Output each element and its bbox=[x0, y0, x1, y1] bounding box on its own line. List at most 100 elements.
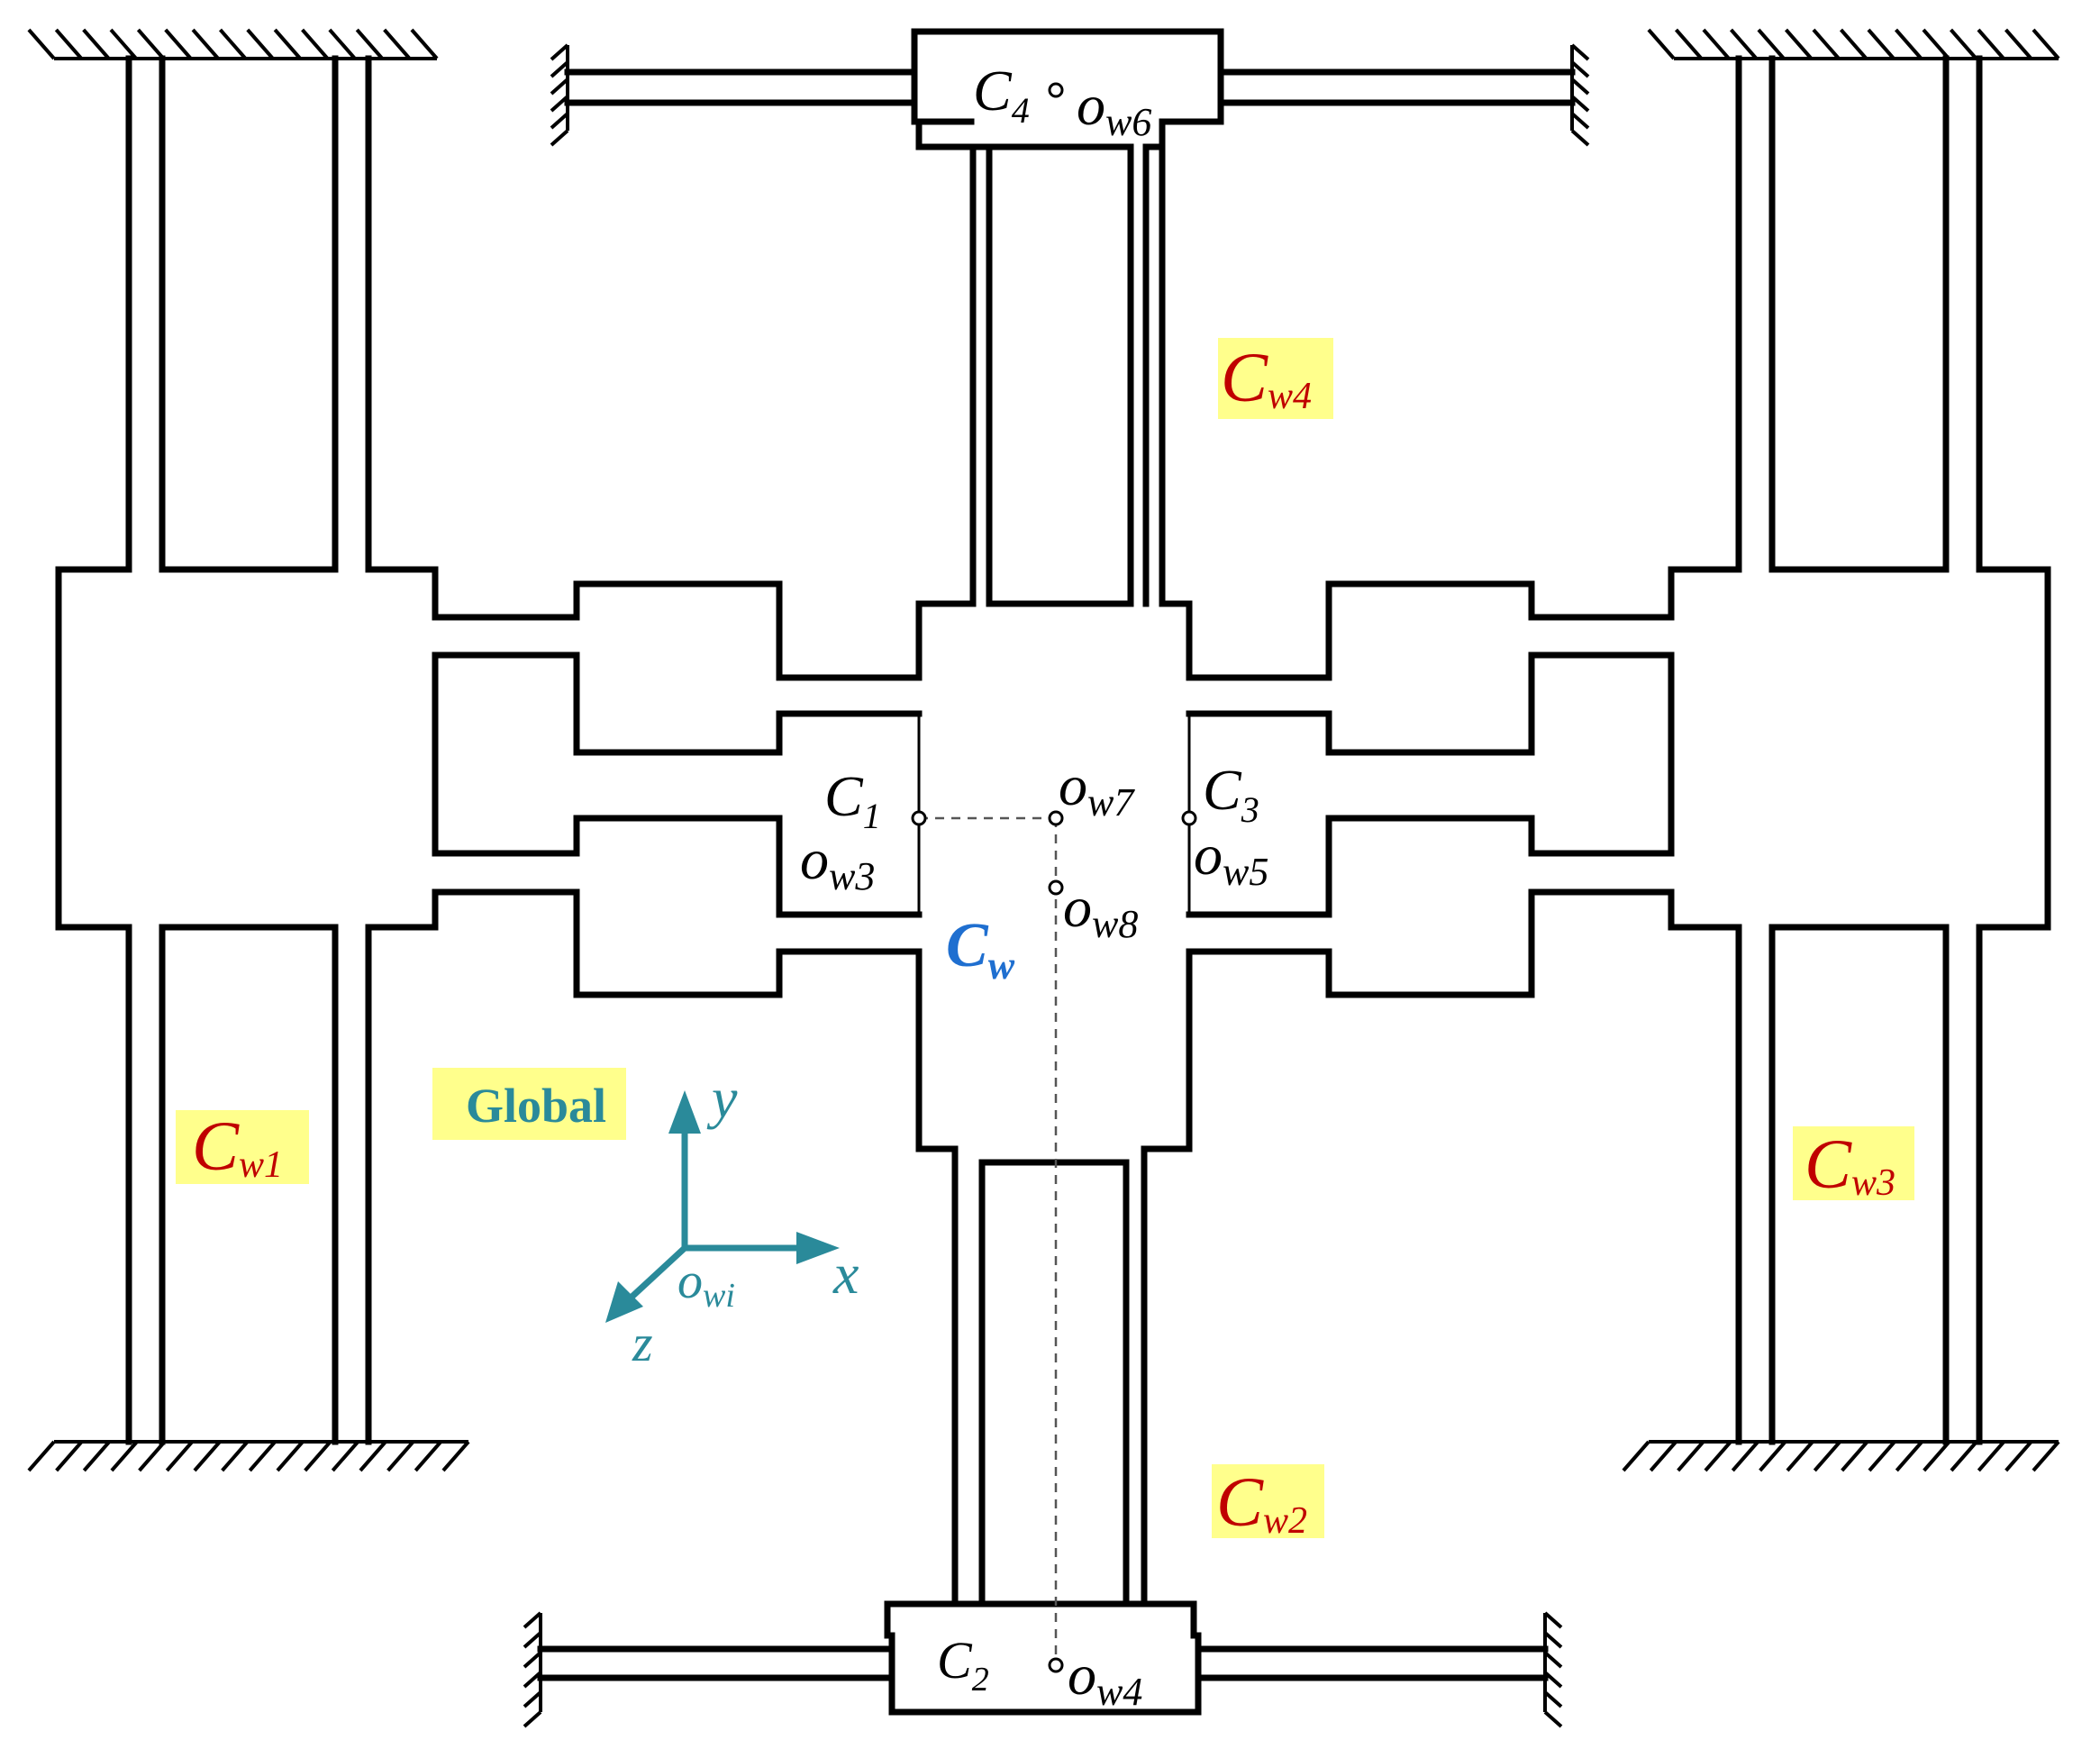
ground-hatch-stroke bbox=[273, 28, 302, 60]
point-c1 bbox=[911, 810, 927, 826]
axis-z-arrow-icon bbox=[605, 1281, 643, 1323]
label-ow3: ow3 bbox=[800, 827, 875, 898]
ground-hatch-stroke bbox=[1570, 43, 1590, 61]
ground-hatch-stroke bbox=[136, 28, 165, 60]
ground-hatch-stroke bbox=[1786, 1440, 1814, 1472]
ground-hatch-stroke bbox=[441, 1440, 470, 1472]
ground-hatch-stroke bbox=[1543, 1710, 1563, 1728]
ground-hatch-stroke bbox=[1702, 28, 1731, 60]
ground-hatch-stroke bbox=[1674, 28, 1704, 60]
ground-hatch-stroke bbox=[191, 28, 220, 60]
ground-hatch-stroke bbox=[1649, 1440, 1677, 1472]
ground-hatch-stroke bbox=[550, 43, 569, 61]
label-cw4: Cw4 bbox=[1221, 338, 1312, 417]
label-cw: Cw bbox=[946, 911, 1015, 988]
label-c1: C1 bbox=[824, 764, 881, 836]
label-ow7: ow7 bbox=[1059, 753, 1135, 824]
label-c4: C4 bbox=[973, 59, 1030, 131]
axis-z-label: z bbox=[632, 1314, 653, 1372]
ground-hatch-stroke bbox=[55, 1440, 84, 1472]
ground-hatch-stroke bbox=[523, 1710, 542, 1728]
axes-icon bbox=[605, 1090, 840, 1323]
label-c3: C3 bbox=[1203, 758, 1259, 830]
point-ow8 bbox=[1048, 879, 1064, 896]
label-ow4: ow4 bbox=[1068, 1643, 1142, 1714]
ground-top-right-beam bbox=[1570, 43, 1590, 147]
ground-hatch-stroke bbox=[331, 1440, 359, 1472]
ground-hatch-stroke bbox=[1784, 28, 1814, 60]
ground-hatch-stroke bbox=[550, 95, 569, 113]
ground-hatch-stroke bbox=[1894, 28, 1923, 60]
ground-hatch-stroke bbox=[27, 28, 56, 60]
label-c2: C2 bbox=[937, 1631, 989, 1699]
label-cw3: Cw3 bbox=[1805, 1125, 1895, 1204]
global-label: Global bbox=[466, 1079, 606, 1133]
point-ow4 bbox=[1048, 1657, 1064, 1673]
ground-top-left bbox=[27, 28, 439, 60]
ground-hatch-stroke bbox=[54, 28, 83, 60]
ground-hatch-stroke bbox=[1950, 1440, 1978, 1472]
ground-hatch-stroke bbox=[1570, 129, 1590, 147]
ground-hatch-stroke bbox=[1570, 77, 1590, 96]
ground-hatch-stroke bbox=[218, 28, 248, 60]
ground-hatch-stroke bbox=[164, 28, 193, 60]
ground-hatch-stroke bbox=[193, 1440, 222, 1472]
ground-hatch-stroke bbox=[110, 1440, 139, 1472]
module-left bbox=[55, 55, 923, 1445]
label-ow8: ow8 bbox=[1063, 875, 1138, 946]
ground-hatch-stroke bbox=[1868, 1440, 1896, 1472]
ground-hatch-stroke bbox=[2005, 1440, 2033, 1472]
ground-hatch-stroke bbox=[1867, 28, 1895, 60]
ground-hatch-stroke bbox=[383, 28, 412, 60]
ground-hatch-stroke bbox=[221, 1440, 250, 1472]
module-top bbox=[564, 28, 1576, 607]
ground-hatch-stroke bbox=[138, 1440, 167, 1472]
ground-hatch-stroke bbox=[301, 28, 330, 60]
axis-origin-label: owi bbox=[677, 1253, 735, 1315]
ground-hatch-stroke bbox=[1839, 28, 1868, 60]
ground-hatch-stroke bbox=[1647, 28, 1676, 60]
ground-hatch-stroke bbox=[1759, 1440, 1787, 1472]
label-ow6: ow6 bbox=[1077, 73, 1151, 144]
ground-hatch-stroke bbox=[414, 1440, 442, 1472]
ground-hatch-stroke bbox=[82, 1440, 111, 1472]
ground-hatch-stroke bbox=[1757, 28, 1786, 60]
axis-x-label: x bbox=[832, 1242, 859, 1306]
highlight-cw3-bg bbox=[1793, 1126, 1914, 1200]
ground-hatch-stroke bbox=[550, 77, 569, 96]
ground-hatch-stroke bbox=[1895, 1440, 1923, 1472]
ground-hatch-stroke bbox=[550, 60, 569, 78]
ground-hatch-stroke bbox=[1949, 28, 1978, 60]
ground-top-right bbox=[1647, 28, 2060, 60]
ground-hatch-stroke bbox=[246, 28, 275, 60]
ground-top-left-beam bbox=[550, 43, 569, 147]
ground-bottom-right-beam bbox=[1543, 1611, 1563, 1728]
point-c4 bbox=[1048, 82, 1064, 98]
label-cw2: Cw2 bbox=[1216, 1462, 1307, 1542]
ground-hatch-stroke bbox=[1729, 28, 1759, 60]
ground-hatch-stroke bbox=[1677, 1440, 1705, 1472]
axis-y-label: y bbox=[706, 1066, 738, 1130]
ground-hatch-stroke bbox=[27, 1440, 56, 1472]
ground-hatch-stroke bbox=[355, 28, 384, 60]
ground-hatch-stroke bbox=[1841, 1440, 1869, 1472]
highlight-cw4-bg bbox=[1218, 338, 1333, 419]
highlight-cw1-bg bbox=[176, 1110, 309, 1184]
ground-hatch-stroke bbox=[1570, 95, 1590, 113]
highlight-cw2-bg bbox=[1212, 1464, 1324, 1538]
axis-z-line bbox=[623, 1245, 687, 1305]
ground-bottom-left bbox=[27, 1440, 470, 1472]
ground-bottom-right bbox=[1622, 1440, 2060, 1472]
ground-hatch-stroke bbox=[1570, 60, 1590, 78]
ground-hatch-stroke bbox=[1543, 1611, 1563, 1629]
module-bottom bbox=[537, 1145, 1549, 1716]
ground-hatch-stroke bbox=[523, 1611, 542, 1629]
ground-hatch-stroke bbox=[1543, 1651, 1563, 1669]
ground-hatch-stroke bbox=[1977, 1440, 2005, 1472]
ground-hatch-stroke bbox=[410, 28, 439, 60]
ground-hatch-stroke bbox=[248, 1440, 277, 1472]
ground-hatch-stroke bbox=[165, 1440, 194, 1472]
ground-hatch-stroke bbox=[1923, 1440, 1951, 1472]
